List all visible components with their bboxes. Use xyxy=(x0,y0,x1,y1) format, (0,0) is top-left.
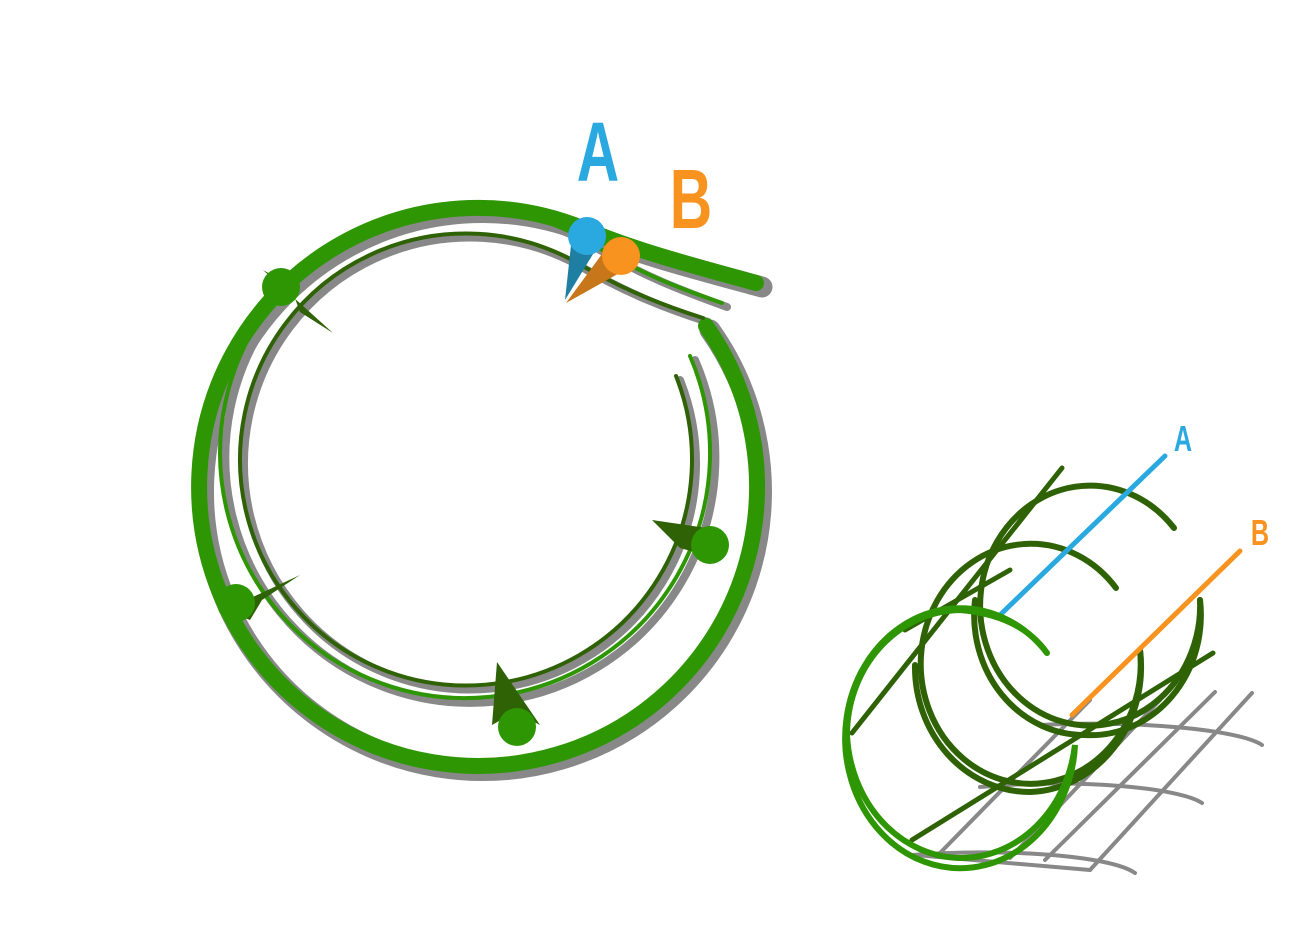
knot-top-left xyxy=(262,268,300,306)
iso-label-a: A xyxy=(1174,419,1192,460)
coil-end-view: A B xyxy=(191,106,773,781)
coil-iso-view: A B xyxy=(842,419,1269,875)
iso-label-b: B xyxy=(1251,513,1269,554)
knot-right xyxy=(691,526,729,564)
coil-arrows xyxy=(217,268,729,746)
iso-axis-b xyxy=(1069,548,1243,718)
points-ab xyxy=(565,217,640,303)
label-b: B xyxy=(670,153,712,247)
coil-inner-turn xyxy=(238,231,705,688)
iso-axis-a xyxy=(997,453,1168,618)
point-a xyxy=(568,217,606,255)
point-b xyxy=(602,237,640,275)
iso-ring-front xyxy=(842,605,1078,872)
knot-bottom xyxy=(498,708,536,746)
coil-middle-turn xyxy=(218,206,724,701)
label-a: A xyxy=(577,106,619,200)
iso-mesh xyxy=(910,690,1264,875)
arrow-bottom xyxy=(492,662,540,725)
knot-bottom-left xyxy=(217,584,255,622)
